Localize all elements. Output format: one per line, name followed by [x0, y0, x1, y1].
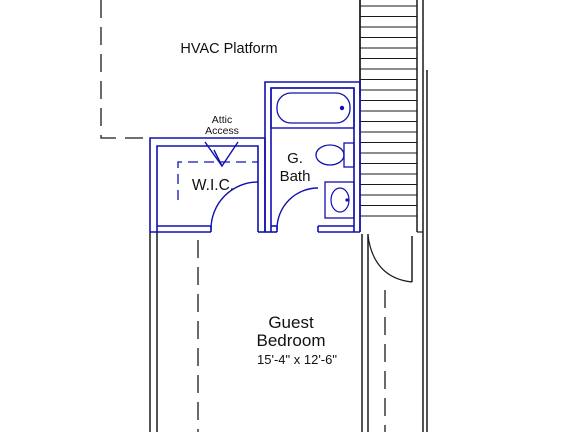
toilet	[315, 142, 355, 168]
wic-label: W.I.C.	[192, 177, 234, 194]
right-exterior-wall	[417, 0, 428, 432]
stair-treads	[360, 5, 417, 217]
attic-access-label-line2: Access	[205, 125, 239, 137]
bath-sink	[324, 181, 355, 219]
bath-door[interactable]	[276, 187, 319, 230]
stair-door[interactable]	[359, 0, 413, 432]
bathtub	[270, 87, 355, 129]
guest-bedroom-label-line1: Guest	[268, 313, 314, 332]
guest-bedroom-label-line2: Bedroom	[257, 331, 326, 350]
bedroom-ceiling-lines	[197, 240, 386, 432]
bath-label-line2: Bath	[280, 168, 311, 185]
wic-door[interactable]	[210, 181, 259, 230]
bedroom-left-wall	[149, 232, 158, 432]
hvac-platform-label: HVAC Platform	[180, 41, 277, 57]
guest-bedroom-dimensions: 15'-4" x 12'-6"	[257, 352, 337, 367]
attic-access-hatch[interactable]	[204, 141, 239, 168]
stairs	[359, 0, 418, 232]
hvac-platform-outline	[100, 0, 150, 139]
attic-access-label-line1: Attic	[212, 114, 232, 126]
bath-label-line1: G.	[287, 150, 303, 167]
